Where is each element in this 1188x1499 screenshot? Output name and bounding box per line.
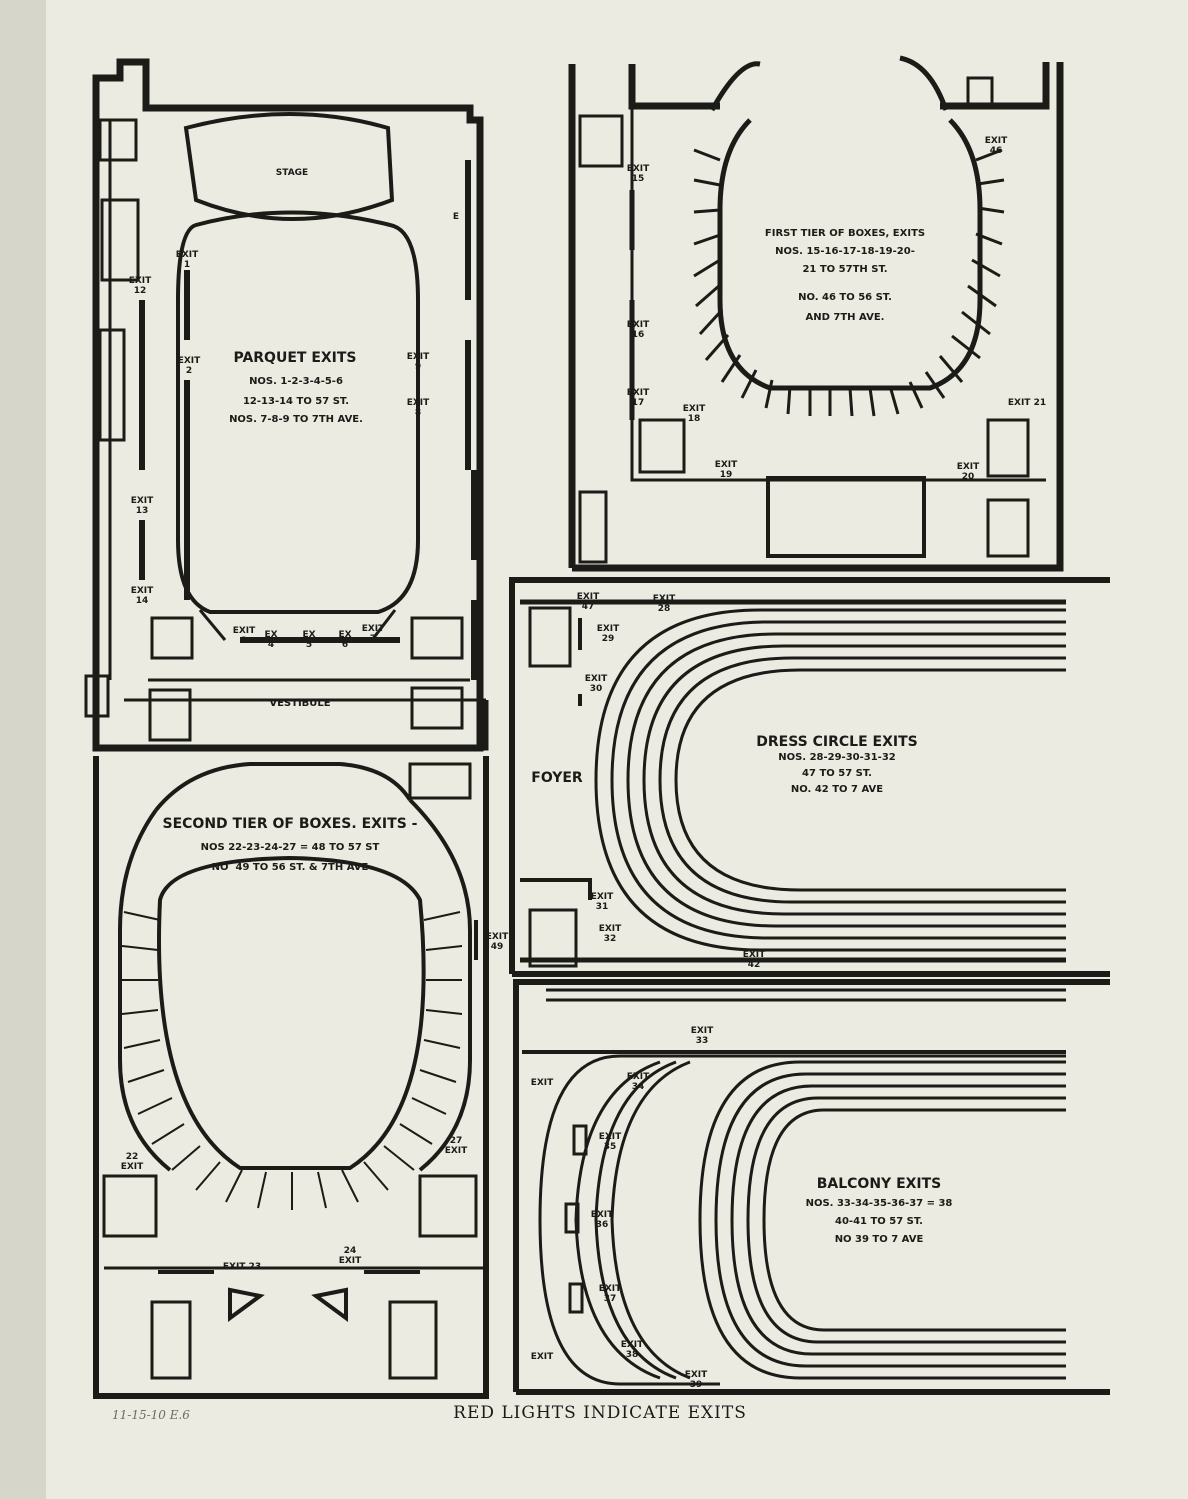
- exit-3-label: EXIT 3: [232, 626, 256, 647]
- second-tier-title: SECOND TIER OF BOXES. EXITS -: [162, 816, 418, 832]
- dress-circle-line-3: NO. 42 TO 7 AVE: [790, 784, 884, 795]
- exit-18-label: EXIT 18: [682, 404, 706, 425]
- exit-30-label: EXIT 30: [584, 674, 608, 695]
- second-tier-line-1: NOS 22-23-24-27 = 48 TO 57 ST: [200, 842, 380, 853]
- dress-circle-plan: [509, 577, 1110, 977]
- balcony-line-2: 40-41 TO 57 ST.: [835, 1216, 923, 1227]
- first-tier-box-ticks: [693, 148, 1005, 417]
- parquet-line-1: NOS. 1-2-3-4-5-6: [249, 376, 343, 387]
- exit-27-label: 27 EXIT: [444, 1136, 468, 1157]
- exit-39-label: EXIT 39: [684, 1370, 708, 1391]
- exit-38-label: EXIT 38: [620, 1340, 644, 1361]
- foyer-label: FOYER: [531, 770, 583, 786]
- exit-9-label: EXIT 9: [406, 352, 430, 373]
- first-tier-line-4: AND 7TH AVE.: [805, 312, 885, 323]
- exit-16-label: EXIT 16: [626, 320, 650, 341]
- first-tier-line-3: NO. 46 TO 56 ST.: [798, 292, 892, 303]
- exit-14-label: EXIT 14: [130, 586, 154, 607]
- handwritten-note: 11-15-10 E.6: [112, 1408, 190, 1422]
- exit-8-label: EXIT 8: [406, 398, 430, 419]
- first-tier-line-2: 21 TO 57TH ST.: [802, 264, 888, 275]
- dress-circle-line-1: NOS. 28-29-30-31-32: [778, 752, 896, 763]
- exit-e-label: E: [452, 212, 460, 222]
- exit-12-label: EXIT 12: [128, 276, 152, 297]
- exit-5-label: EX 5: [302, 630, 316, 651]
- first-tier-plan: [568, 55, 1064, 572]
- first-tier-line-1: NOS. 15-16-17-18-19-20-: [775, 246, 915, 257]
- parquet-line-2: 12-13-14 TO 57 ST.: [242, 396, 350, 407]
- balcony-exit-upper-label: EXIT: [530, 1078, 554, 1088]
- balcony-exit-lower-label: EXIT: [530, 1352, 554, 1362]
- exit-35-label: EXIT 35: [598, 1132, 622, 1153]
- dress-circle-rows: [594, 608, 1066, 952]
- dress-circle-line-2: 47 TO 57 ST.: [802, 768, 872, 779]
- exit-33-label: EXIT 33: [690, 1026, 714, 1047]
- parquet-plan: [84, 58, 489, 752]
- exit-20-label: EXIT 20: [956, 462, 980, 483]
- exit-19-label: EXIT 19: [714, 460, 738, 481]
- exit-17-label: EXIT 17: [626, 388, 650, 409]
- stage-label: STAGE: [275, 168, 309, 178]
- exit-15-label: EXIT 15: [626, 164, 650, 185]
- exit-22-label: 22 EXIT: [120, 1152, 144, 1173]
- second-tier-box-ticks: [121, 911, 463, 1210]
- second-tier-line-2: NO 49 TO 56 ST. & 7TH AVE: [211, 862, 369, 873]
- exit-1-label: EXIT 1: [175, 250, 199, 271]
- exit-13-label: EXIT 13: [130, 496, 154, 517]
- exit-6-label: EX 6: [338, 630, 352, 651]
- exit-21-label: EXIT 21: [1007, 398, 1047, 408]
- balcony-title: BALCONY EXITS: [816, 1176, 942, 1192]
- second-tier-plan: [93, 756, 489, 1399]
- exit-37-label: EXIT 37: [598, 1284, 622, 1305]
- exit-46-label: EXIT 46: [984, 136, 1008, 157]
- parquet-line-3: NOS. 7-8-9 TO 7TH AVE.: [229, 414, 363, 425]
- exit-2-label: EXIT 2: [177, 356, 201, 377]
- torn-left-edge: [0, 0, 46, 1499]
- exit-7-label: EXIT 7: [361, 624, 385, 645]
- balcony-rows: [538, 1054, 1066, 1386]
- first-tier-title: FIRST TIER OF BOXES, EXITS: [764, 228, 926, 239]
- dress-circle-title: DRESS CIRCLE EXITS: [756, 734, 918, 750]
- exit-32-label: EXIT 32: [598, 924, 622, 945]
- exit-42-label: EXIT 42: [742, 950, 766, 971]
- exit-29-label: EXIT 29: [596, 624, 620, 645]
- exit-4-label: EX 4: [264, 630, 278, 651]
- balcony-plan: [513, 979, 1110, 1395]
- parquet-title: PARQUET EXITS: [233, 350, 357, 366]
- balcony-line-1: NOS. 33-34-35-36-37 = 38: [805, 1198, 953, 1209]
- exit-34-label: EXIT 34: [626, 1072, 650, 1093]
- balcony-line-3: NO 39 TO 7 AVE: [834, 1234, 924, 1245]
- exit-49-label: EXIT 49: [485, 932, 509, 953]
- exit-31-label: EXIT 31: [590, 892, 614, 913]
- exit-24-label: 24 EXIT: [338, 1246, 362, 1267]
- exit-28-label: EXIT 28: [652, 594, 676, 615]
- exit-23-label: EXIT 23: [222, 1262, 262, 1272]
- exit-47-label: EXIT 47: [576, 592, 600, 613]
- exit-lights-caption: RED LIGHTS INDICATE EXITS: [453, 1403, 747, 1423]
- exit-36-label: EXIT 36: [590, 1210, 614, 1231]
- vestibule-label: VESTIBULE: [269, 698, 331, 709]
